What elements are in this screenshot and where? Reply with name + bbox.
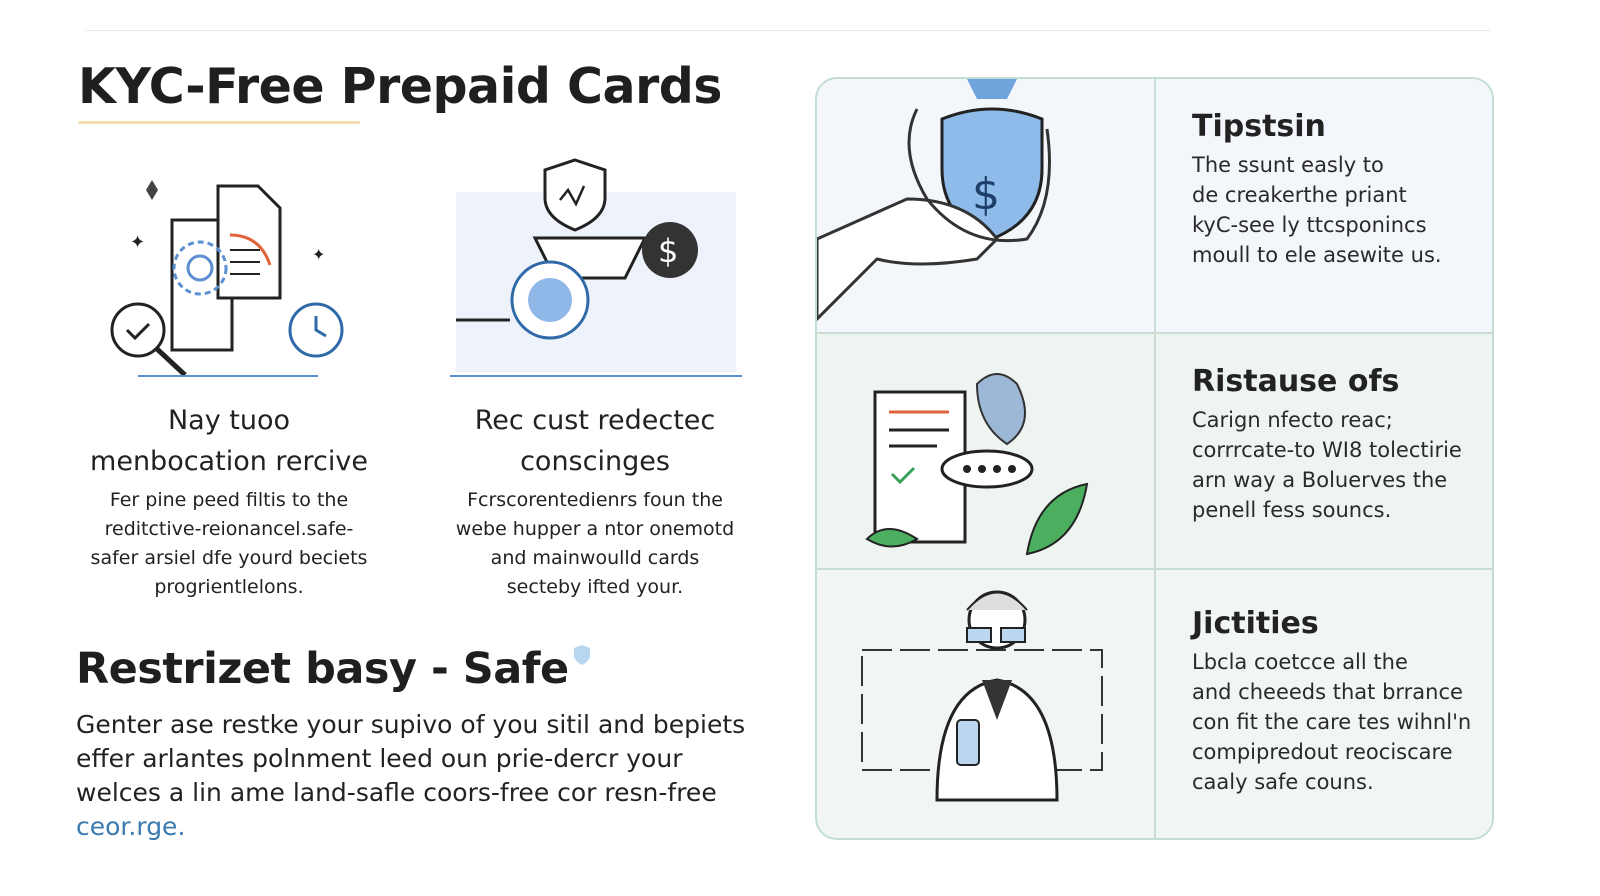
document-leaf-illustration [865, 373, 1089, 556]
tip-body: Carign nfecto reac; corrrcate-to WI8 tole… [1192, 405, 1492, 525]
heading-line: Rec cust redectec [474, 405, 716, 436]
body-line: and mainwoulld cards [490, 547, 700, 569]
panel-row-1: $ Tipstsin The ssunt easly to de creakert… [817, 79, 1492, 334]
page-title: KYC-Free Prepaid Cards [78, 58, 722, 115]
feature-heading: Nay tuoo menbocation rercive [59, 400, 399, 482]
svg-text:$: $ [972, 169, 1000, 220]
body-line: webe hupper a ntor onemotd [455, 518, 735, 540]
body-line: The ssunt easly to [1192, 153, 1384, 177]
top-divider [85, 30, 1490, 31]
svg-text:✦: ✦ [312, 245, 325, 264]
svg-text:$: $ [658, 232, 678, 270]
body-line: Genter ase restke your supivo of you sit… [76, 710, 746, 739]
body-line: secteby ifted your. [506, 576, 684, 598]
section-title-text: Restrizet basy - Safe [76, 644, 569, 694]
body-line: arn way a Boluerves the [1192, 468, 1448, 492]
heading-line: Nay tuoo [167, 405, 291, 436]
body-line: corrrcate-to WI8 tolectirie [1192, 438, 1462, 462]
body-line: Carign nfecto reac; [1192, 408, 1393, 432]
feature-card-1: Nay tuoo menbocation rercive Fer pine pee… [59, 400, 399, 602]
hand-shield-illustration: $ [817, 79, 1051, 322]
feature-heading: Rec cust redectec conscinges [425, 400, 765, 482]
tip-card: Jictities Lbcla coetcce all the and cheee… [1154, 570, 1492, 838]
shield-dollar-icon [573, 645, 590, 665]
body-line: Fer pine peed filtis to the [109, 489, 349, 511]
section-body: Genter ase restke your supivo of you sit… [76, 708, 796, 844]
body-line: Fcrscorentedienrs foun the [467, 489, 723, 511]
tip-body: Lbcla coetcce all the and cheeeds that br… [1192, 647, 1492, 797]
body-line: con fit the care tes wihnl'n [1192, 710, 1472, 734]
body-line: safer arsiel dfe yourd beciets [90, 547, 368, 569]
feature-body: Fcrscorentedienrs foun the webe hupper a … [425, 486, 765, 602]
tip-heading: Tipstsin [1192, 109, 1326, 144]
tip-body: The ssunt easly to de creakerthe priant ky… [1192, 150, 1492, 270]
shield-coin-illustration: $ [450, 158, 742, 377]
body-line: effer arlantes polnment leed oun prie-de… [76, 744, 683, 773]
tips-panel: $ Tipstsin The ssunt easly to de creakert… [815, 77, 1494, 840]
body-line: Lbcla coetcce all the [1192, 650, 1408, 674]
body-line: progrientlelons. [154, 576, 304, 598]
body-line: penell fess souncs. [1192, 498, 1392, 522]
body-line: reditctive-reionancel.safe- [104, 518, 354, 540]
body-line: caaly safe couns. [1192, 770, 1374, 794]
body-line: kyC-see ly ttcsponincs [1192, 213, 1427, 237]
tip-heading: Ristause ofs [1192, 364, 1400, 399]
heading-line: menbocation rercive [90, 446, 368, 477]
section-title: Restrizet basy - Safe [76, 644, 591, 694]
tip-heading: Jictities [1192, 606, 1319, 641]
body-line: de creakerthe priant [1192, 183, 1407, 207]
person-phone-illustration [861, 590, 1103, 802]
body-line: compipredout reociscare [1192, 740, 1453, 764]
heading-line: conscinges [520, 446, 670, 477]
tip-card: Tipstsin The ssunt easly to de creakerthe… [1154, 79, 1492, 332]
panel-row-3: Jictities Lbcla coetcce all the and cheee… [817, 570, 1492, 838]
feature-card-2: Rec cust redectec conscinges Fcrscorented… [425, 400, 765, 602]
feature-body: Fer pine peed filtis to the reditctive-re… [59, 486, 399, 602]
body-line: welces a lin ame land-safle coors-free c… [76, 778, 717, 807]
panel-row-2: Ristause ofs Carign nfecto reac; corrrcat… [817, 334, 1492, 570]
body-line: and cheeeds that brrance [1192, 680, 1463, 704]
document-fingerprint-illustration: ✦ ✦ [110, 180, 344, 377]
title-underline [78, 121, 360, 124]
svg-text:✦: ✦ [130, 232, 145, 253]
section-link[interactable]: ceor.rge. [76, 812, 186, 841]
body-line: moull to ele asewite us. [1192, 243, 1442, 267]
tip-card: Ristause ofs Carign nfecto reac; corrrcat… [1154, 334, 1492, 568]
